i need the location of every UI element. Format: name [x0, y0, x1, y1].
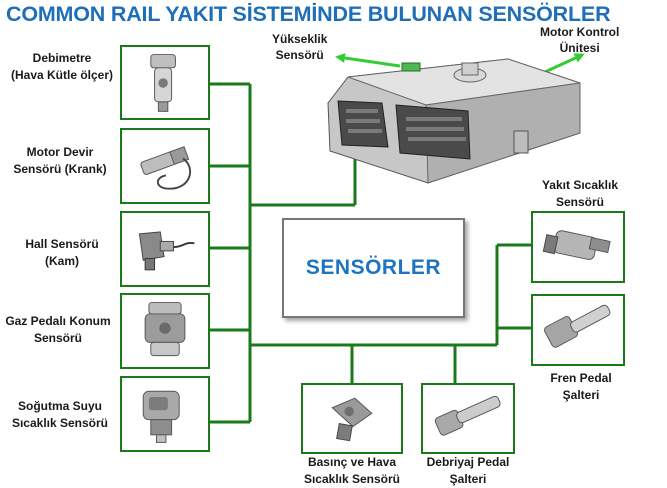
- air-mass-meter-box: [120, 45, 210, 120]
- brake-pedal-switch-icon: [544, 304, 611, 348]
- pedal-position-sensor-icon: [144, 302, 186, 357]
- pressure-air-temp-sensor-box: [301, 383, 403, 454]
- page-title: COMMON RAIL YAKIT SİSTEMİNDE BULUNAN SEN…: [6, 2, 611, 26]
- hall-sensor-box: [120, 211, 210, 287]
- crank-sensor-icon: [140, 146, 192, 190]
- pedal-position-sensor-box: [120, 293, 210, 369]
- sensors-center-label: SENSÖRLER: [305, 256, 442, 279]
- sensors-center-box: SENSÖRLER: [282, 218, 465, 318]
- pressure-air-temp-sensor-icon: [331, 397, 373, 442]
- fuel-temp-sensor-icon: [542, 230, 611, 260]
- air-mass-meter-icon: [150, 54, 176, 112]
- altitude-sensor-label: Yükseklik Sensörü: [272, 32, 328, 62]
- air-mass-meter-label: Debimetre(Hava Kütle ölçer): [10, 51, 114, 82]
- crank-sensor-box: [120, 128, 210, 204]
- clutch-pedal-switch-icon: [434, 395, 501, 436]
- clutch-pedal-switch-box: [421, 383, 515, 454]
- coolant-temp-sensor-icon: [142, 390, 180, 443]
- coolant-temp-sensor-box: [120, 376, 210, 452]
- hall-sensor-label: Hall Sensörü(Kam): [25, 237, 99, 268]
- fuel-temp-sensor-box: [531, 211, 625, 283]
- ecu-unit-icon: [327, 58, 581, 184]
- brake-pedal-switch-box: [531, 294, 625, 366]
- hall-sensor-icon: [138, 231, 195, 271]
- ecu-label: Motor Kontrol Ünitesi: [540, 25, 620, 55]
